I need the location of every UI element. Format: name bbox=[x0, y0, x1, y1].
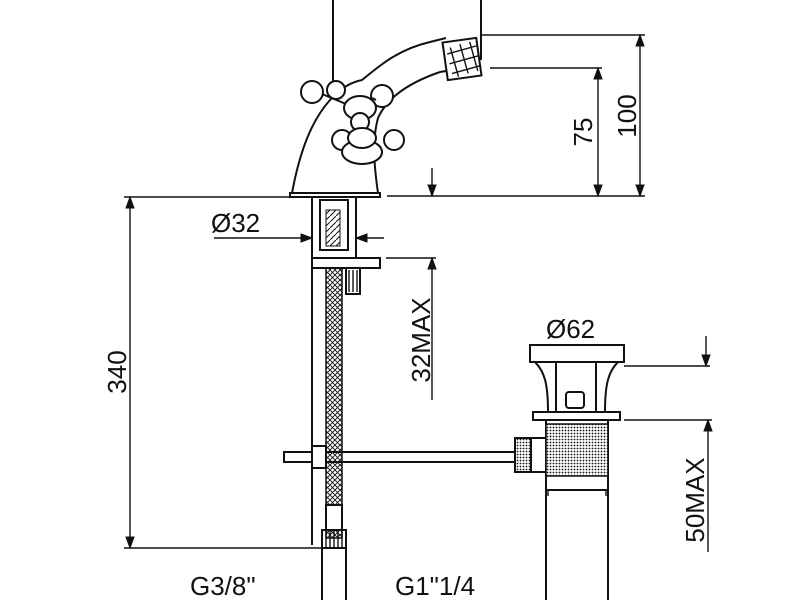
waste-fitting bbox=[514, 344, 625, 600]
cross-handle-top bbox=[300, 80, 394, 121]
label-total-height: 340 bbox=[102, 350, 132, 393]
label-supply-thread: G3/8" bbox=[190, 571, 256, 600]
dimension-diameter-62: Ø62 bbox=[546, 314, 595, 344]
label-body-diameter: Ø32 bbox=[211, 208, 260, 238]
cross-handle-bottom bbox=[331, 112, 405, 165]
aerator-nozzle bbox=[429, 36, 483, 82]
dimension-50max: 50MAX bbox=[624, 336, 713, 552]
label-waste-depth: 50MAX bbox=[680, 457, 710, 542]
label-deck-thickness: 32MAX bbox=[406, 297, 436, 382]
dimension-diameter-32: Ø32 bbox=[211, 208, 384, 243]
dimension-32max: 32MAX bbox=[386, 256, 437, 400]
label-aerator-height: 75 bbox=[568, 118, 598, 147]
label-spout-height: 100 bbox=[612, 94, 642, 137]
dimension-340: 340 bbox=[102, 195, 322, 550]
label-waste-thread: G1"1/4 bbox=[395, 571, 475, 600]
dimension-75: 75 bbox=[427, 66, 603, 198]
popup-rod bbox=[283, 445, 516, 469]
dimension-100: 100 bbox=[387, 33, 645, 198]
mixer-shank bbox=[311, 197, 381, 600]
label-waste-diameter: Ø62 bbox=[546, 314, 595, 344]
